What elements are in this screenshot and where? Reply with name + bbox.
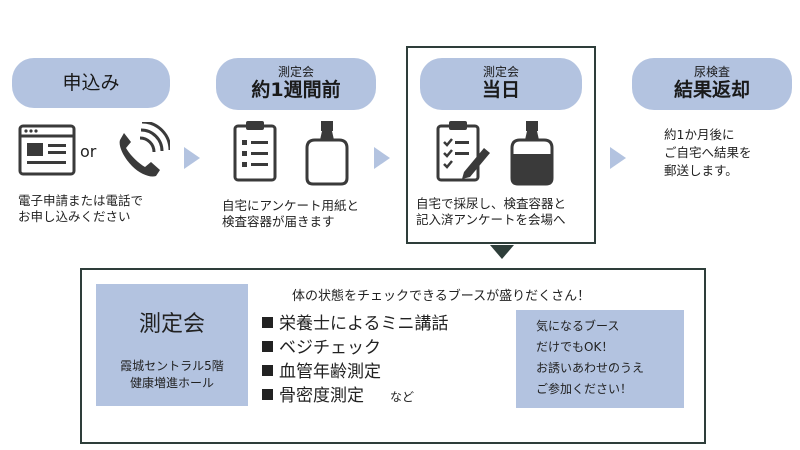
step-result-pill: 尿検査 結果返却	[632, 58, 792, 110]
invite-line1: 気になるブース	[536, 319, 620, 333]
step-result-desc-line1: 約1か月後に	[664, 127, 735, 142]
square-bullet-icon	[262, 365, 273, 376]
square-bullet-icon	[262, 389, 273, 400]
browser-form-icon	[18, 124, 76, 176]
event-title-box: 測定会 霞城セントラル5階 健康増進ホール	[96, 284, 248, 406]
list-item: 骨密度測定など	[262, 384, 449, 409]
flow-arrow-3	[610, 147, 626, 169]
list-item: 血管年齢測定	[262, 360, 449, 384]
step-apply-title: 申込み	[62, 72, 120, 94]
phone-icon	[119, 122, 170, 177]
list-item: 栄養士によるミニ講話	[262, 312, 449, 336]
list-item: ベジチェック	[262, 336, 449, 360]
step-result-desc: 約1か月後に ご自宅へ結果を 郵送します。	[664, 126, 752, 180]
step-week-before-desc-line2: 検査容器が届きます	[222, 214, 335, 229]
step-week-before-desc: 自宅にアンケート用紙と 検査容器が届きます	[222, 198, 359, 230]
invite-box: 気になるブース だけでもOK！ お誘いあわせのうえ ご参加ください！	[516, 310, 684, 408]
event-items-etc: など	[390, 390, 415, 404]
step-result-desc-line3: 郵送します。	[664, 163, 738, 178]
step-day-desc-line1: 自宅で採尿し、検査容器と	[416, 196, 567, 211]
step-apply-desc-line2: お申し込みください	[18, 209, 131, 224]
step-day-desc: 自宅で採尿し、検査容器と 記入済アンケートを会場へ	[416, 196, 566, 228]
square-bullet-icon	[262, 317, 273, 328]
event-venue: 霞城セントラル5階 健康増進ホール	[96, 358, 248, 392]
event-venue-line1: 霞城セントラル5階	[120, 359, 224, 373]
event-title: 測定会	[138, 312, 205, 337]
step-week-before-title: 約1週間前	[251, 79, 341, 101]
event-venue-line2: 健康増進ホール	[129, 376, 214, 390]
step-day-frame	[406, 46, 596, 244]
invite-line4: ご参加ください！	[536, 382, 633, 396]
step-result-desc-line2: ご自宅へ結果を	[664, 145, 752, 160]
container-icon	[305, 121, 349, 186]
step-week-before-pill: 測定会 約1週間前	[216, 58, 376, 110]
invite-line2: だけでもOK！	[536, 340, 614, 354]
step-apply-desc: 電子申請または電話で お申し込みください	[18, 193, 143, 225]
step-day-desc-line2: 記入済アンケートを会場へ	[416, 212, 566, 227]
or-label: or	[80, 142, 97, 161]
step-week-before-desc-line1: 自宅にアンケート用紙と	[222, 198, 360, 213]
step-apply-pill: 申込み	[12, 58, 170, 108]
filled-container-icon	[510, 121, 554, 186]
invite-line3: お誘いあわせのうえ	[536, 361, 645, 375]
step-day-pill: 測定会 当日	[420, 58, 582, 110]
event-panel	[80, 268, 706, 444]
step-day-title: 当日	[481, 79, 520, 101]
event-booth-list: 栄養士によるミニ講話 ベジチェック 血管年齢測定 骨密度測定など	[262, 312, 449, 409]
step-result-subtitle: 尿検査	[693, 65, 730, 79]
step-day-subtitle: 測定会	[482, 65, 519, 79]
clipboard-pen-icon	[436, 121, 490, 182]
down-arrow	[490, 245, 514, 259]
flow-arrow-2	[374, 147, 390, 169]
step-apply-desc-line1: 電子申請または電話で	[18, 193, 144, 208]
square-bullet-icon	[262, 341, 273, 352]
flow-arrow-1	[184, 147, 200, 169]
step-result-title: 結果返却	[673, 79, 750, 101]
step-week-before-subtitle: 測定会	[277, 65, 314, 79]
event-headline: 体の状態をチェックできるブースが盛りだくさん！	[292, 289, 591, 304]
checklist-icon	[233, 121, 277, 182]
